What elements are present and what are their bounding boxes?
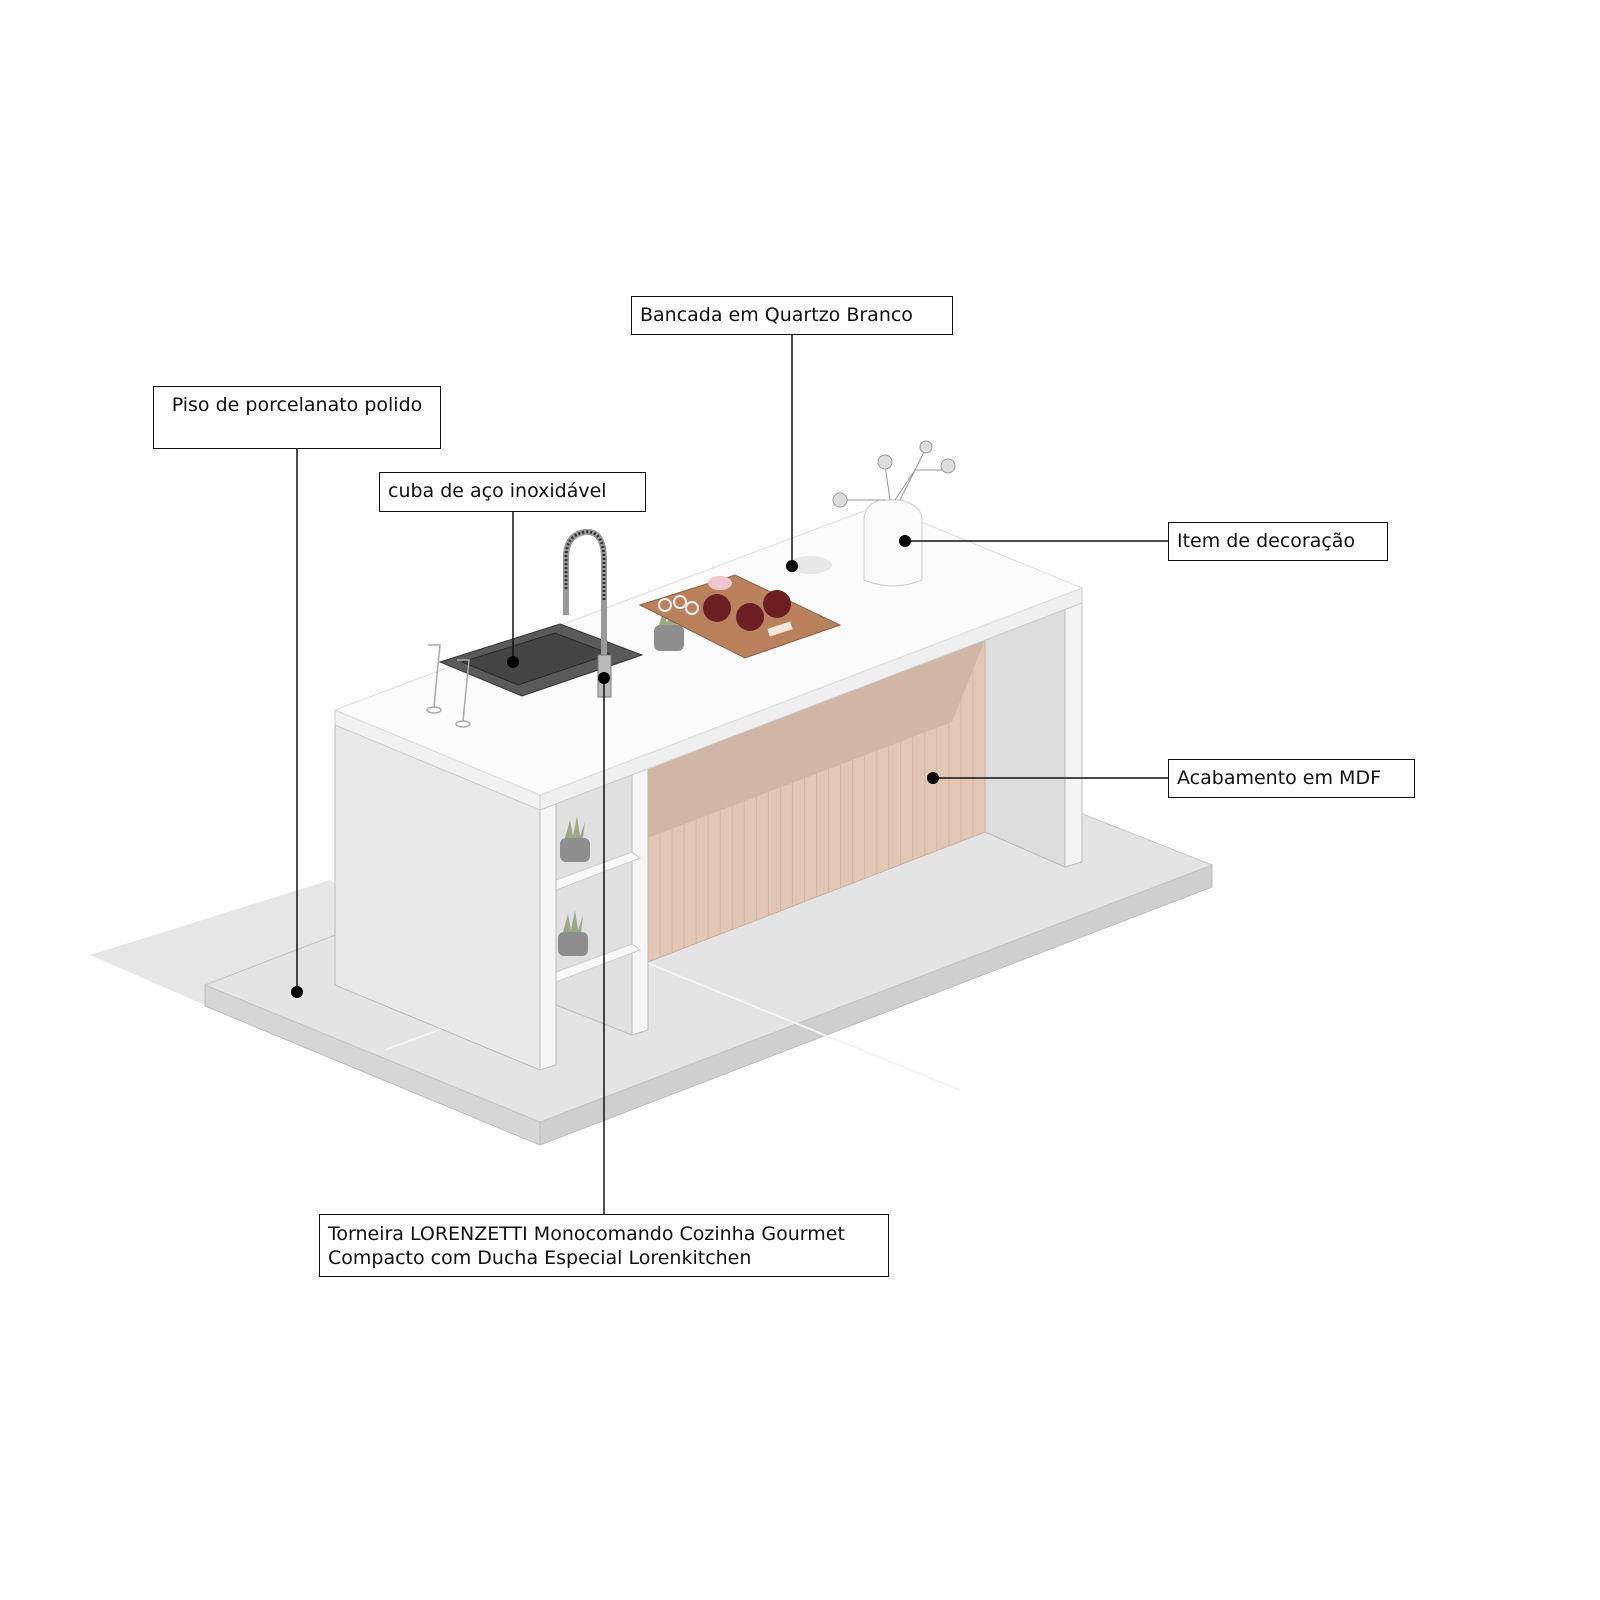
- mdf-panel: [647, 639, 986, 963]
- cutting-board-icon: [638, 574, 842, 659]
- vase-icon: [788, 440, 956, 587]
- right-end-panel: [984, 599, 1083, 868]
- sink-icon: [438, 623, 644, 697]
- plant-pot-icon: [560, 816, 590, 862]
- label-faucet: Torneira LORENZETTI Monocomando Cozinha …: [319, 1214, 889, 1277]
- plant-pot-icon: [558, 910, 588, 956]
- label-decor: Item de decoração: [1168, 522, 1388, 561]
- label-floor: Piso de porcelanato polido: [153, 386, 441, 449]
- leader-lines: [296, 334, 1168, 1214]
- glasses-icon: [426, 644, 471, 728]
- label-mdf: Acabamento em MDF: [1168, 759, 1415, 798]
- left-end-panel: [334, 721, 557, 1071]
- label-sink: cuba de aço inoxidável: [379, 472, 646, 512]
- leader-dots: [291, 535, 939, 998]
- label-faucet-line2: Compacto com Ducha Especial Lorenkitchen: [328, 1247, 752, 1269]
- label-countertop: Bancada em Quartzo Branco: [631, 296, 953, 335]
- shelf-unit: [555, 765, 649, 1036]
- label-faucet-line1: Torneira LORENZETTI Monocomando Cozinha …: [328, 1223, 845, 1245]
